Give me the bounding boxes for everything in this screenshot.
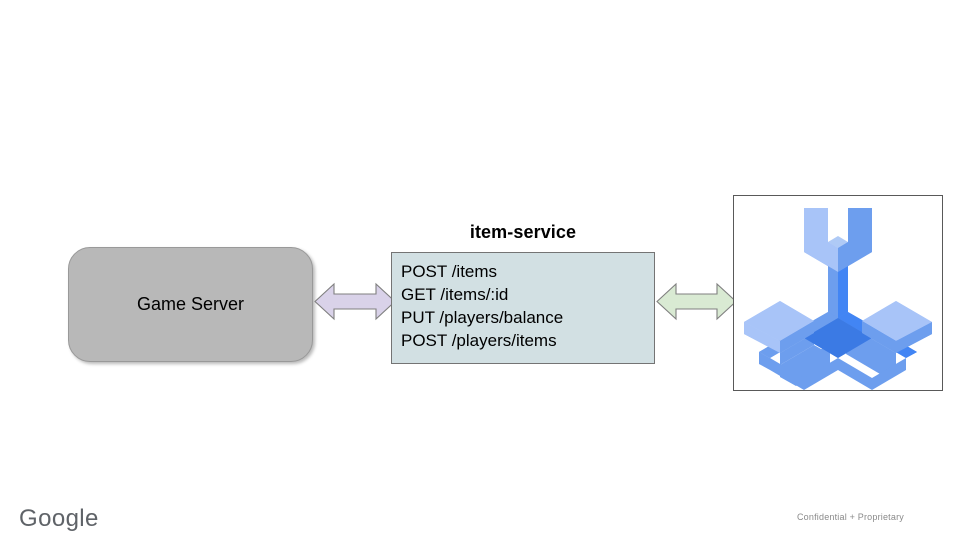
connector-arrow-game-server-to-item-service <box>314 282 396 321</box>
endpoint-item: GET /items/:id <box>401 285 509 304</box>
endpoint-list: POST /items GET /items/:id PUT /players/… <box>401 260 654 352</box>
item-service-title: item-service <box>469 222 577 242</box>
confidentiality-notice: Confidential + Proprietary <box>796 512 904 522</box>
endpoint-item: POST /items <box>401 262 498 281</box>
google-logo: Google <box>19 505 99 532</box>
game-server-label: Game Server <box>136 293 245 314</box>
connector-arrow-item-service-to-database <box>656 282 737 321</box>
endpoint-item: POST /players/items <box>401 331 557 350</box>
item-service-node: POST /items GET /items/:id PUT /players/… <box>391 252 655 364</box>
game-server-node: Game Server <box>68 247 313 362</box>
spanner-logo-icon <box>744 208 932 390</box>
database-image-frame <box>733 195 943 391</box>
double-headed-arrow-icon <box>656 282 737 321</box>
google-wordmark-text: Google <box>19 505 99 532</box>
endpoint-item: PUT /players/balance <box>401 308 564 327</box>
double-headed-arrow-icon <box>314 282 396 321</box>
